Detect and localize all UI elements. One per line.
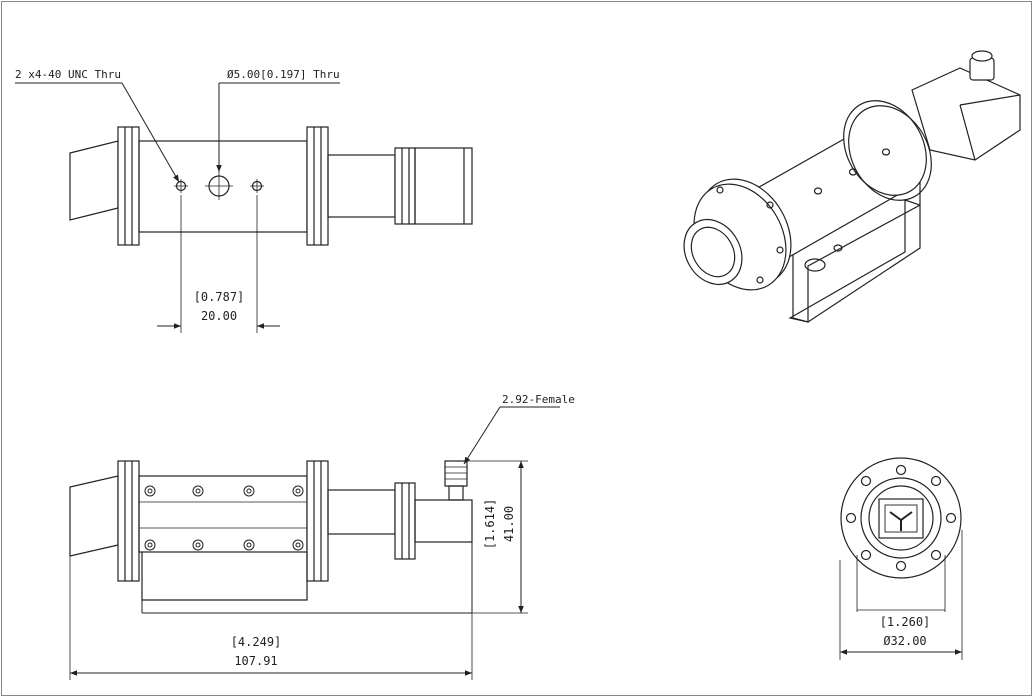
end-view-annotations	[840, 609, 962, 655]
tap-callout-text: 2 x4-40 UNC Thru	[15, 68, 121, 81]
top-adapter-block	[414, 147, 473, 225]
end-adapter-square	[878, 498, 924, 539]
side-view	[69, 460, 473, 614]
end-view	[839, 457, 963, 660]
connector-nut	[448, 485, 464, 501]
tap-callout-leader	[121, 82, 180, 183]
end-flange-outer	[840, 457, 962, 579]
top-waveguide-section	[327, 154, 396, 218]
side-right-flange	[306, 460, 329, 582]
end-diameter-mm-text: Ø32.00	[883, 634, 926, 648]
side-screw-row-top	[144, 485, 304, 497]
top-right-flange	[306, 126, 329, 246]
side-horn-shape	[69, 475, 119, 557]
side-view-annotations	[69, 406, 560, 680]
side-transition-flange	[394, 482, 416, 560]
top-view-annotations	[15, 82, 340, 333]
side-adapter-block	[414, 499, 473, 543]
top-transition-flange	[394, 147, 416, 225]
connector-callout-text: 2.92-Female	[502, 393, 575, 406]
connector-callout-leader	[463, 406, 501, 465]
spacing-inch-text: [0.787]	[194, 290, 245, 304]
end-flange-inner	[860, 477, 942, 559]
top-body-tube	[138, 140, 308, 233]
hole-callout-text: Ø5.00[0.197] Thru	[227, 68, 340, 81]
top-horn-shape	[69, 140, 119, 221]
side-left-flange	[117, 460, 140, 582]
top-view	[69, 126, 473, 246]
side-waveguide-section	[327, 489, 396, 535]
length-inch-text: [4.249]	[231, 635, 282, 649]
isometric-view	[683, 50, 1021, 323]
spacing-mm-text: 20.00	[201, 309, 237, 323]
height-mm-text: 41.00	[502, 506, 516, 542]
iso-rear-adapter	[911, 67, 1021, 161]
height-inch-text: [1.614]	[483, 499, 497, 550]
top-left-flange	[117, 126, 140, 246]
connector-body	[444, 460, 468, 487]
end-bore	[868, 485, 934, 551]
iso-front-horn	[683, 219, 743, 285]
side-body-tube	[138, 475, 308, 553]
end-width-inch-text: [1.260]	[880, 615, 931, 629]
length-mm-text: 107.91	[234, 654, 277, 668]
iso-rear-flange	[843, 100, 927, 196]
side-bracket	[141, 552, 308, 601]
side-screw-row-bottom	[144, 539, 304, 551]
